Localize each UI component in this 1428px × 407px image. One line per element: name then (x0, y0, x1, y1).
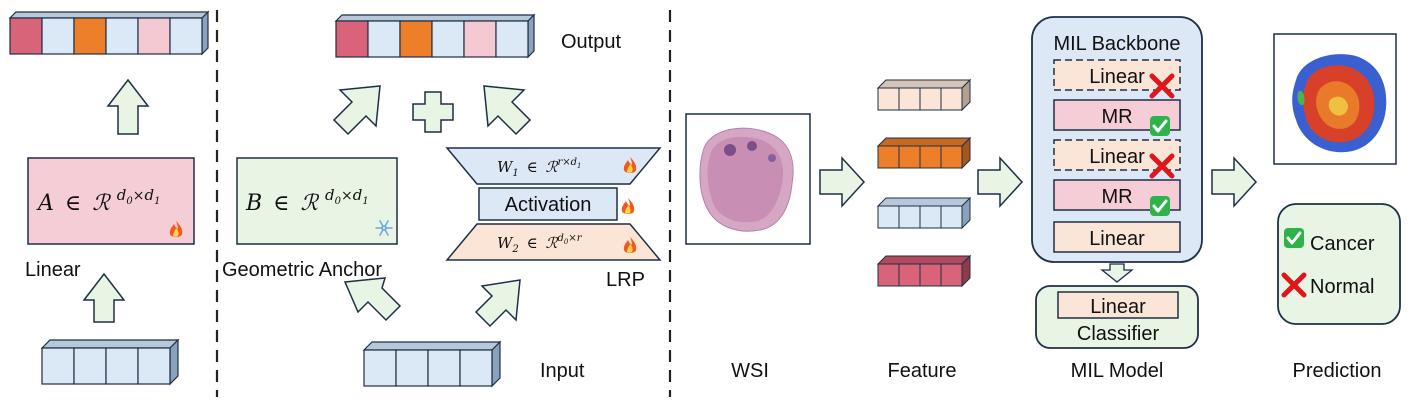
backbone-layer-4: MR (1101, 186, 1132, 208)
feature-to-mil-arrow (977, 156, 1024, 208)
lrp-label: LRP (606, 269, 645, 291)
backbone-layer-2: MR (1101, 106, 1132, 128)
mil-model-label: MIL Model (1071, 360, 1164, 382)
middle-input-vector (362, 340, 502, 388)
outcome-cancer: Cancer (1310, 233, 1375, 255)
classifier-label: Classifier (1077, 323, 1160, 345)
equation-w1: W1 ∈ ℛr×d1 (497, 157, 581, 180)
left-output-vector (8, 10, 210, 56)
backbone-to-classifier-arrow (1100, 263, 1134, 283)
left-up-arrow-top (106, 78, 150, 135)
lrp-w2-block: W2 ∈ ℛd0×r (445, 223, 662, 261)
feature-vector-3 (876, 196, 972, 230)
prediction-outcomes: Cancer Normal (1277, 203, 1401, 325)
feature-vector-4 (876, 254, 972, 288)
input-to-anchor-arrow (343, 277, 402, 322)
check-icon (1148, 194, 1172, 218)
input-to-lrp-arrow (474, 279, 521, 328)
mil-backbone-title: MIL Backbone (1053, 33, 1180, 55)
backbone-layer-5: Linear (1089, 228, 1145, 250)
prediction-label: Prediction (1293, 360, 1382, 382)
mil-backbone: MIL Backbone Linear MR Linear MR Linear (1031, 16, 1203, 263)
wsi-thumbnail (685, 113, 811, 245)
equation-w2: W2 ∈ ℛd0×r (497, 233, 583, 256)
wsi-to-feature-arrow (819, 156, 866, 208)
left-input-vector (40, 338, 180, 386)
check-icon (1148, 114, 1172, 138)
mil-to-prediction-arrow (1211, 156, 1258, 208)
linear-matrix-a: A ∈ ℛ d0×d1 (27, 157, 195, 245)
classifier-inner-layer: Linear (1090, 296, 1146, 318)
lrp-activation-block: Activation (478, 187, 635, 221)
left-up-arrow-bottom (82, 272, 126, 323)
check-icon (1282, 226, 1306, 250)
lrp-w1-block: W1 ∈ ℛr×d1 (445, 147, 662, 185)
feature-vector-2 (876, 136, 972, 170)
equation-b: B ∈ ℛ d0×d1 (245, 186, 369, 216)
feature-label: Feature (888, 360, 957, 382)
geometric-anchor-matrix-b: B ∈ ℛ d0×d1 (236, 157, 398, 245)
output-label: Output (561, 31, 621, 53)
equation-a: A ∈ ℛ d0×d1 (36, 186, 160, 216)
feature-vector-1 (876, 78, 972, 112)
fire-icon (621, 198, 635, 214)
anchor-up-arrow (332, 85, 381, 136)
lrp-up-arrow (483, 85, 532, 136)
backbone-layer-1: Linear (1089, 66, 1145, 88)
middle-output-vector (334, 13, 536, 59)
activation-label: Activation (505, 194, 592, 216)
prediction-heatmap (1273, 33, 1397, 165)
wsi-label: WSI (731, 360, 769, 382)
geometric-anchor-label: Geometric Anchor (222, 259, 382, 281)
plus-icon (412, 91, 454, 133)
input-label: Input (540, 360, 585, 382)
outcome-normal: Normal (1310, 276, 1374, 298)
backbone-layer-3: Linear (1089, 146, 1145, 168)
linear-label: Linear (25, 259, 81, 281)
mil-classifier: Linear Classifier (1035, 285, 1199, 349)
